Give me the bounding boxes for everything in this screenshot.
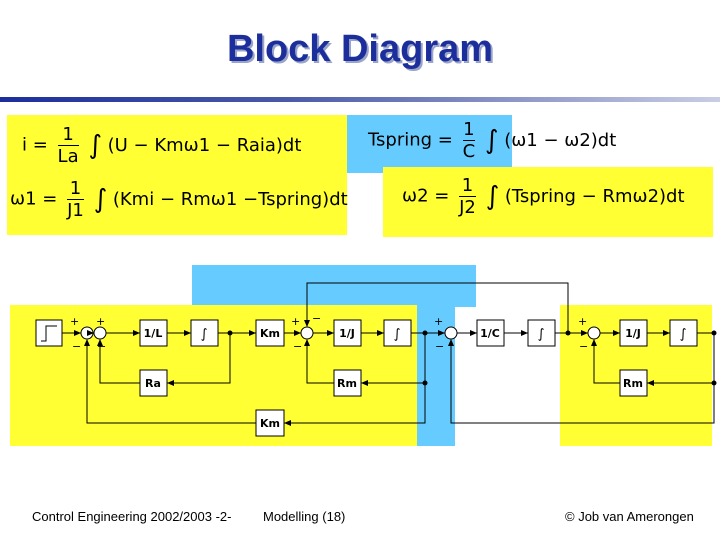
sign-minus-1: −: [72, 340, 81, 353]
eq-current-den: La: [57, 146, 79, 167]
block-inv-C: [476, 319, 505, 347]
footer-page: Modelling (18): [263, 509, 346, 524]
eq-omega2-fraction: 1 J2: [459, 175, 476, 218]
sum-junction-2: [93, 326, 107, 340]
label-km: Km: [260, 327, 280, 340]
sign-plus-3: +: [291, 315, 300, 328]
step-input-block: [35, 319, 63, 347]
footer-author: © Job van Amerongen: [565, 509, 694, 524]
block-km: [255, 319, 285, 347]
eq-tspring-lhs: Tspring =: [368, 129, 453, 151]
label-ra: Ra: [145, 377, 161, 390]
panel-tspring: [347, 115, 512, 173]
sum-junction-4: [444, 326, 458, 340]
title-underline: [0, 97, 720, 102]
eq-current-lhs: i =: [22, 134, 48, 156]
label-integrator-4: ∫: [680, 327, 687, 342]
eq-omega1-integral: ∫: [93, 184, 108, 215]
equation-current: i = 1 La ∫ (U − Kmω1 − Raia)dt: [22, 124, 301, 167]
label-inv-C: 1/C: [480, 327, 500, 340]
sign-minus-3: −: [312, 312, 321, 325]
eq-current-integral: ∫: [88, 130, 102, 161]
label-inv-L: 1/L: [144, 327, 163, 340]
eq-omega2-integral: ∫: [485, 181, 500, 212]
eq-omega1-body: (Kmi − Rmω1 −Tspring)dt: [112, 189, 348, 210]
eq-current-num: 1: [57, 124, 79, 146]
eq-omega2-num: 1: [459, 175, 476, 197]
eq-omega2-body: (Tspring − Rmω2)dt: [504, 186, 685, 207]
sign-plus-2: +: [96, 315, 105, 328]
label-rm-motor: Rm: [337, 377, 357, 390]
eq-omega2-lhs: ω2 =: [402, 185, 450, 207]
eq-tspring-den: C: [462, 141, 476, 162]
label-integrator-3: ∫: [538, 327, 545, 342]
panel-omega2: [383, 167, 713, 237]
label-inv-J-load: 1/J: [625, 327, 641, 340]
sign-plus-4: +: [434, 315, 443, 328]
sign-minus-5: −: [435, 340, 444, 353]
eq-omega1-lhs: ω1 =: [10, 188, 58, 210]
sum-junction-5: [587, 326, 601, 340]
equation-omega1: ω1 = 1 J1 ∫ (Kmi − Rmω1 −Tspring)dt: [10, 178, 348, 221]
sign-minus-2: −: [97, 340, 106, 353]
label-integrator-2: ∫: [394, 327, 401, 342]
eq-tspring-body: (ω1 − ω2)dt: [504, 130, 617, 151]
eq-tspring-num: 1: [462, 119, 476, 141]
block-integrator-1: [190, 319, 219, 347]
sign-minus-4: −: [293, 340, 302, 353]
step-icon: [41, 325, 57, 342]
label-km-feedback: Km: [260, 417, 280, 430]
slide-title: Block Diagram: [226, 28, 494, 70]
label-inv-J-motor: 1/J: [339, 327, 355, 340]
block-inv-J-load: [619, 319, 648, 347]
equation-tspring: Tspring = 1 C ∫ (ω1 − ω2)dt: [368, 119, 616, 162]
block-ra: [139, 369, 168, 397]
block-rm-motor: [333, 369, 362, 397]
block-integrator-3: [527, 319, 556, 347]
eq-tspring-fraction: 1 C: [462, 119, 476, 162]
block-inv-J-motor: [333, 319, 362, 347]
block-rm-load: [619, 369, 648, 397]
equation-omega2: ω2 = 1 J2 ∫ (Tspring − Rmω2)dt: [402, 175, 685, 218]
footer-course: Control Engineering 2002/2003 -2-: [32, 509, 232, 524]
sum-junction-3: [300, 326, 314, 340]
block-integrator-2: [383, 319, 412, 347]
panel-left: [7, 115, 347, 235]
eq-omega1-fraction: 1 J1: [67, 178, 84, 221]
block-integrator-4: [669, 319, 698, 347]
eq-tspring-integral: ∫: [484, 125, 499, 156]
eq-omega1-den: J1: [67, 200, 84, 221]
eq-current-fraction: 1 La: [57, 124, 79, 167]
label-rm-load: Rm: [623, 377, 643, 390]
sign-plus-5: +: [578, 315, 587, 328]
sign-minus-6: −: [579, 340, 588, 353]
label-integrator-1: ∫: [201, 327, 208, 342]
block-inv-L: [139, 319, 168, 347]
eq-omega1-num: 1: [67, 178, 84, 200]
eq-current-body: (U − Kmω1 − Raia)dt: [107, 135, 302, 156]
block-km-feedback: [255, 409, 285, 437]
eq-omega2-den: J2: [459, 197, 476, 218]
sign-plus-1: +: [70, 315, 79, 328]
region-blue-column: [417, 300, 455, 446]
